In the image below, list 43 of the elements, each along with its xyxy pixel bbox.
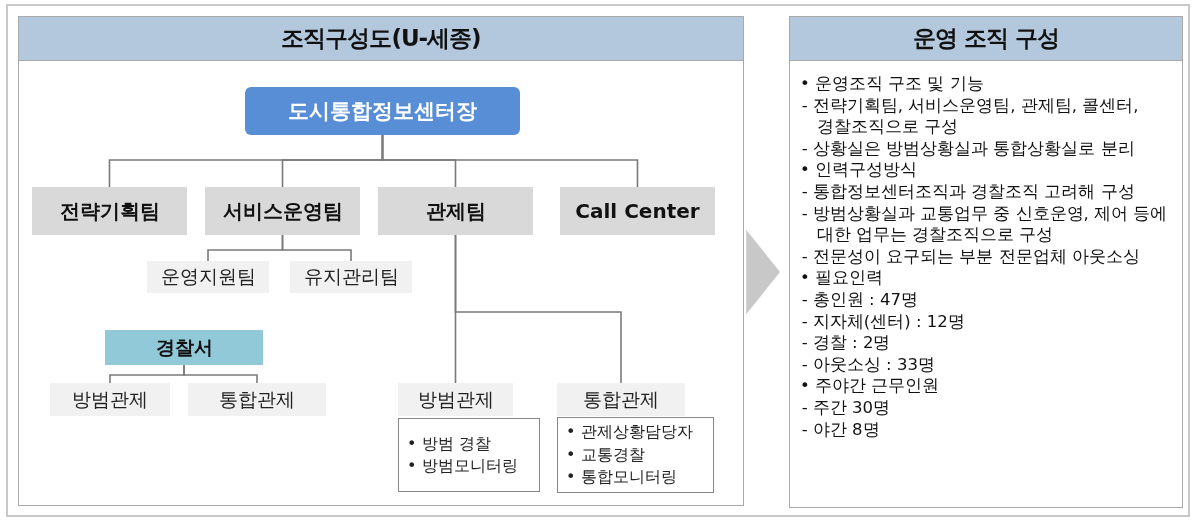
list-item: • 방범 경찰: [407, 432, 491, 455]
list-item: • 인력구성방식: [800, 159, 918, 181]
list-item: • 관제상황담당자: [566, 421, 693, 444]
list-item: - 야간 8명: [800, 418, 881, 441]
list-item: - 총인원 : 47명: [800, 288, 919, 311]
list-item: • 통합모니터링: [566, 466, 677, 489]
unit-box: 유지관리팀: [290, 261, 412, 293]
list-item: - 상황실은 방범상황실과 통합상황실로 분리: [800, 137, 1136, 160]
list-item: - 지자체(센터) : 12명: [800, 310, 966, 333]
team-box: 관제팀: [378, 187, 533, 235]
panel: [789, 16, 1183, 508]
chevron-arrow: [746, 229, 780, 315]
list-item: - 경찰 : 2명: [800, 332, 892, 354]
list-item: • 필요인력: [800, 267, 884, 289]
connector-line: [381, 134, 639, 188]
team-box: 서비스운영팀: [205, 187, 360, 235]
list-item: • 주야간 근무인원: [800, 375, 941, 397]
station-box: 경찰서: [105, 330, 263, 365]
list-item: - 전략기획팀, 서비스운영팀, 관제팀, 콜센터, 경찰조직으로 구성: [800, 94, 1140, 138]
panel: [18, 16, 744, 506]
list-box: [557, 417, 714, 493]
connector-line: [281, 234, 352, 262]
list-item: - 방범상황실과 교통업무 중 신호운영, 제어 등에 대한 업무는 경찰조직으로 구성: [800, 202, 1169, 246]
connector-line: [454, 234, 622, 384]
team-box: 전략기획팀: [32, 187, 187, 235]
list-item: • 운영조직 구조 및 기능: [800, 73, 985, 95]
list-item: - 통합정보센터조직과 경찰조직 고려해 구성: [800, 180, 1136, 203]
panel-title: 운영 조직 구성: [790, 17, 1182, 61]
list-item: - 주간 30명: [800, 396, 892, 419]
unit-box: 통합관제: [188, 383, 326, 416]
panel-title: 조직구성도(U-세종): [19, 17, 743, 61]
list-box: [398, 418, 540, 492]
head-box: 도시통합정보센터장: [245, 87, 520, 135]
unit-box: 방범관제: [50, 383, 170, 416]
team-box: Call Center: [560, 187, 715, 235]
unit-box: 통합관제: [557, 383, 685, 416]
list-item: • 교통경찰: [566, 443, 645, 466]
unit-box: 운영지원팀: [147, 261, 269, 293]
unit-box: 방범관제: [398, 383, 513, 416]
list-item: • 방범모니터링: [407, 455, 518, 477]
list-item: - 전문성이 요구되는 부분 전문업체 아웃소싱: [800, 245, 1141, 268]
list-item: - 아웃소싱 : 33명: [800, 353, 936, 376]
connector-line: [183, 364, 258, 384]
